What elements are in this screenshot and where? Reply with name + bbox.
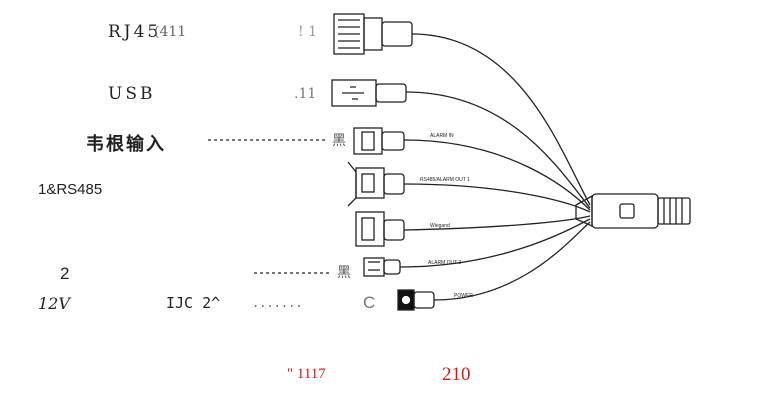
cable-label-wiegand: Wiegand [430,223,450,229]
wiegand-input-mark: 黑 [332,133,346,149]
usb-connector [331,79,407,107]
rs485-cable [403,183,591,213]
alarm-out-2-mark: 黑 [337,265,351,281]
usb-mark: .11 [294,86,317,102]
rj45-label: RJ45 [108,22,162,42]
power-voltage-label: 12V [38,294,70,313]
footer-right-text: 210 [442,364,471,385]
alarm-in-cable [403,139,591,211]
wiegand-cable [403,215,591,231]
footer-left-text: " 1117 [287,366,326,382]
usb-label: USB [108,84,156,104]
power-mid-label: IJC 2^ [166,294,221,312]
alarm-out-2-label: 2 [60,264,70,283]
alarm-in-connector [353,127,405,155]
cable-label-alarm-out-2: ALARM OUT 2 [428,260,461,266]
rs485-connector [347,161,405,207]
rj45-suffix-label: (411 [154,24,187,40]
power-mark: C [363,293,376,312]
cable-label-alarm-in: ALARM IN [430,133,454,139]
rj45-cable [411,33,591,206]
rj45-connector [333,13,413,55]
alarm-out-2-cable [399,218,591,268]
power-dots: ....... [252,296,303,310]
rj45-mark: ! 1 [298,24,317,40]
wiegand-input-label: 韦根输入 [86,134,166,154]
rs485-label: 1&RS485 [38,181,103,198]
cable-label-rs485-alarm-out-1: RS485/ALARM OUT 1 [420,177,470,183]
cable-label-power: POWER [454,293,473,299]
main-plug-grip [657,197,691,225]
usb-cable [405,91,591,209]
main-plug-body [591,193,659,229]
power-connector [397,289,435,311]
alarm-out-2-connector [363,257,401,277]
wiegand-connector [355,211,405,247]
power-cable [433,221,591,301]
